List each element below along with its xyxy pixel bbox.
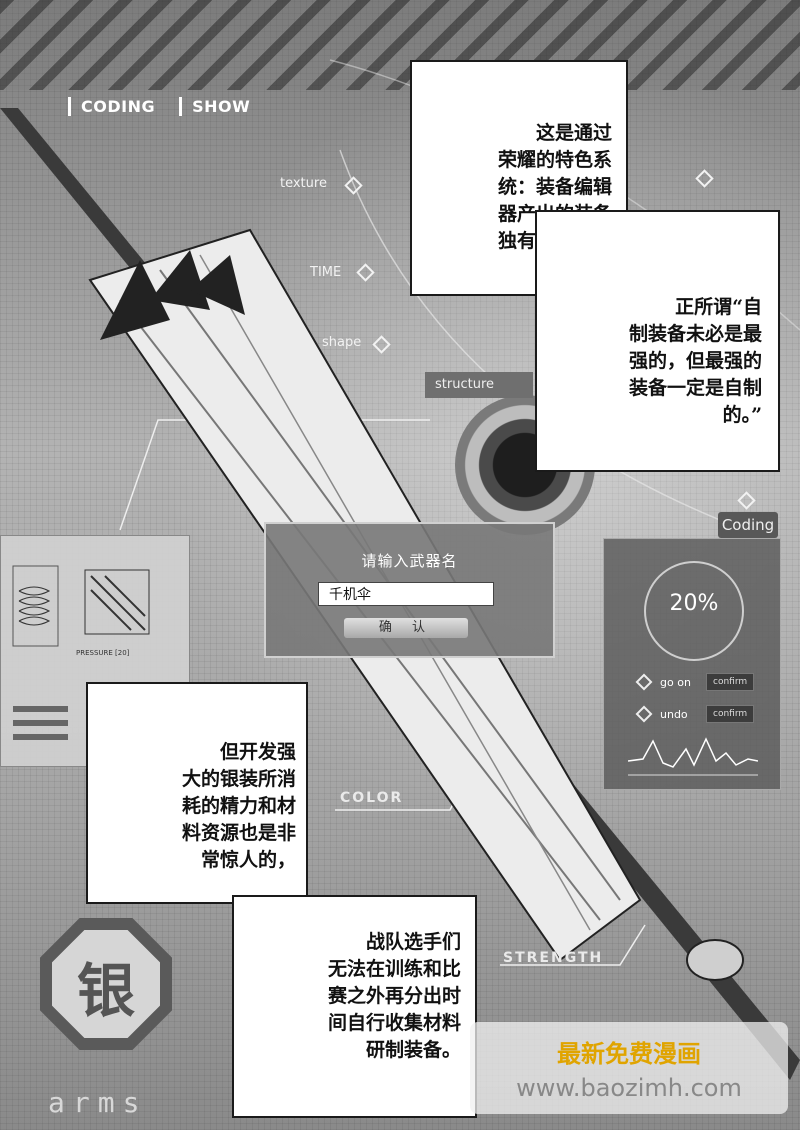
confirm-button[interactable]: confirm <box>706 673 755 691</box>
option-label: go on <box>660 675 691 689</box>
narration-box-4: 战队选手们 无法在训练和比 赛之外再分出时 间自行收集材料 研制装备。 <box>232 895 477 1118</box>
waveform-graph <box>628 737 758 776</box>
option-row-go-on[interactable]: go on confirm <box>635 673 755 691</box>
label-structure: structure <box>425 372 533 398</box>
watermark-slogan: 最新免费漫画 <box>557 1040 701 1068</box>
progress-percent: 20% <box>669 591 719 616</box>
confirm-button[interactable]: 确 认 <box>344 618 468 638</box>
label-shape: shape <box>322 335 362 350</box>
confirm-button[interactable]: confirm <box>706 705 755 723</box>
weapon-name-dialog: 请输入武器名 千机伞 确 认 <box>264 522 555 658</box>
pressure-caption: PRESSURE [20] <box>76 649 130 657</box>
label-texture: texture <box>280 176 327 191</box>
coding-tag: Coding <box>718 512 778 538</box>
status-panel: 20% go on confirm undo confirm <box>603 538 781 790</box>
label-time: TIME <box>310 265 342 280</box>
label-color: COLOR <box>340 790 404 806</box>
option-label: undo <box>660 707 688 721</box>
emblem-character: 银 <box>76 957 135 1025</box>
top-stripe-background <box>0 0 800 90</box>
option-row-undo[interactable]: undo confirm <box>635 705 755 723</box>
arms-wordmark: arms <box>48 1086 148 1119</box>
site-watermark[interactable]: 最新免费漫画 www.baozimh.com <box>470 1022 788 1114</box>
hud-tabs: CODING SHOW <box>68 97 250 116</box>
silver-emblem-inner <box>52 930 160 1038</box>
narration-box-3: 但开发强 大的银装所消 耗的精力和材 料资源也是非 常惊人的， <box>86 682 308 904</box>
dialog-title: 请输入武器名 <box>361 552 458 570</box>
weapon-name-input[interactable]: 千机伞 <box>318 582 494 606</box>
label-strength: STRENGTH <box>503 950 604 966</box>
tab-coding: CODING <box>68 97 155 116</box>
progress-ring: 20% <box>644 561 744 661</box>
blueprint-graphics <box>12 565 150 740</box>
watermark-url[interactable]: www.baozimh.com <box>516 1074 742 1102</box>
narration-box-2: 正所谓“自 制装备未必是最 强的，但最强的 装备一定是自制 的。” <box>535 210 780 472</box>
tab-show: SHOW <box>179 97 250 116</box>
